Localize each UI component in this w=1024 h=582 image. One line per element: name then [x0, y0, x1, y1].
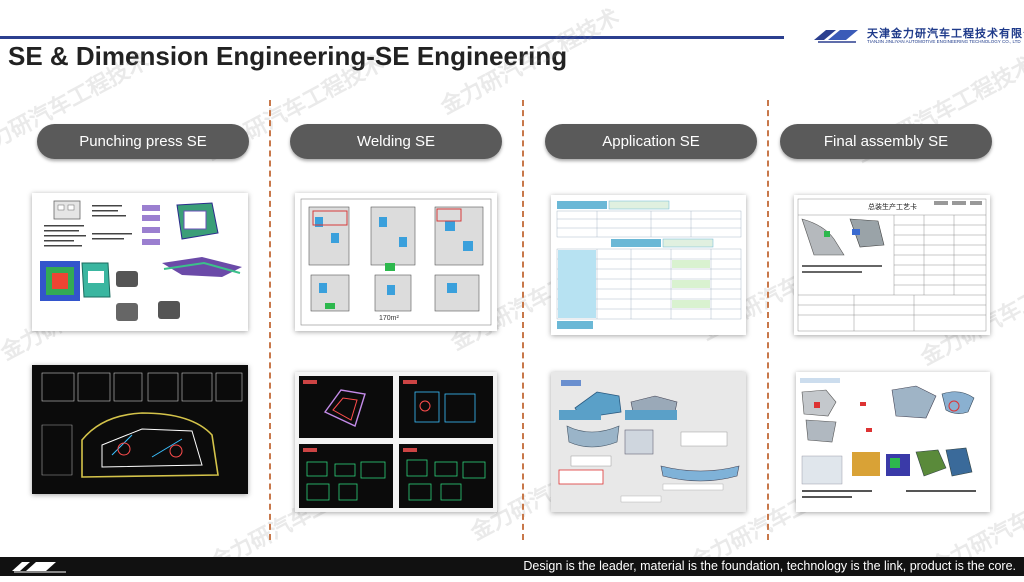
punching-press-die-layout — [32, 365, 248, 494]
final-assembly-card-drawing: 总装生产工艺卡 — [794, 195, 990, 335]
welding-cad-drawing — [295, 372, 497, 512]
application-coating-diagram — [551, 372, 746, 512]
final-assembly-process-card: 总装生产工艺卡 — [794, 195, 990, 335]
punching-press-process-sheet — [32, 193, 248, 331]
final-assembly-instruction-sheet — [796, 372, 990, 512]
company-name-en: TIANJIN JINLIYAN AUTOMOTIVE ENGINEERING … — [867, 39, 1021, 44]
column-divider — [522, 100, 524, 540]
page-title: SE & Dimension Engineering-SE Engineerin… — [8, 41, 568, 71]
application-process-drawing — [551, 372, 746, 512]
welding-area-label: 170m² — [379, 315, 400, 322]
footer-bar: Design is the leader, material is the fo… — [0, 557, 1024, 576]
company-logo: 天津金力研汽车工程技术有限公司 TIANJIN JINLIYAN AUTOMOT… — [812, 24, 1024, 48]
final-assembly-se-label: Final assembly SE — [780, 124, 992, 159]
punching-cad-drawing — [32, 365, 248, 494]
column-divider — [767, 100, 769, 540]
welding-layout-sheet: 170m² — [295, 193, 497, 331]
application-se-label: Application SE — [545, 124, 757, 159]
jly-footer-logo-icon — [12, 562, 66, 573]
footer-tagline: Design is the leader, material is the fo… — [523, 559, 1016, 573]
application-table-drawing — [551, 195, 746, 335]
final-assembly-card-title: 总装生产工艺卡 — [868, 202, 917, 211]
welding-se-label: Welding SE — [290, 124, 502, 159]
punching-sheet-drawing — [32, 193, 248, 331]
application-process-sheet — [551, 195, 746, 335]
final-assembly-instruction-drawing — [796, 372, 990, 512]
welding-fixture-drawings — [295, 372, 497, 512]
company-name-cn: 天津金力研汽车工程技术有限公司 — [867, 28, 1024, 40]
jly-logo-icon — [814, 30, 858, 43]
header-rule — [0, 36, 784, 39]
column-divider — [269, 100, 271, 540]
punching-press-se-label: Punching press SE — [37, 124, 249, 159]
welding-plan-drawing: 170m² — [295, 193, 497, 331]
